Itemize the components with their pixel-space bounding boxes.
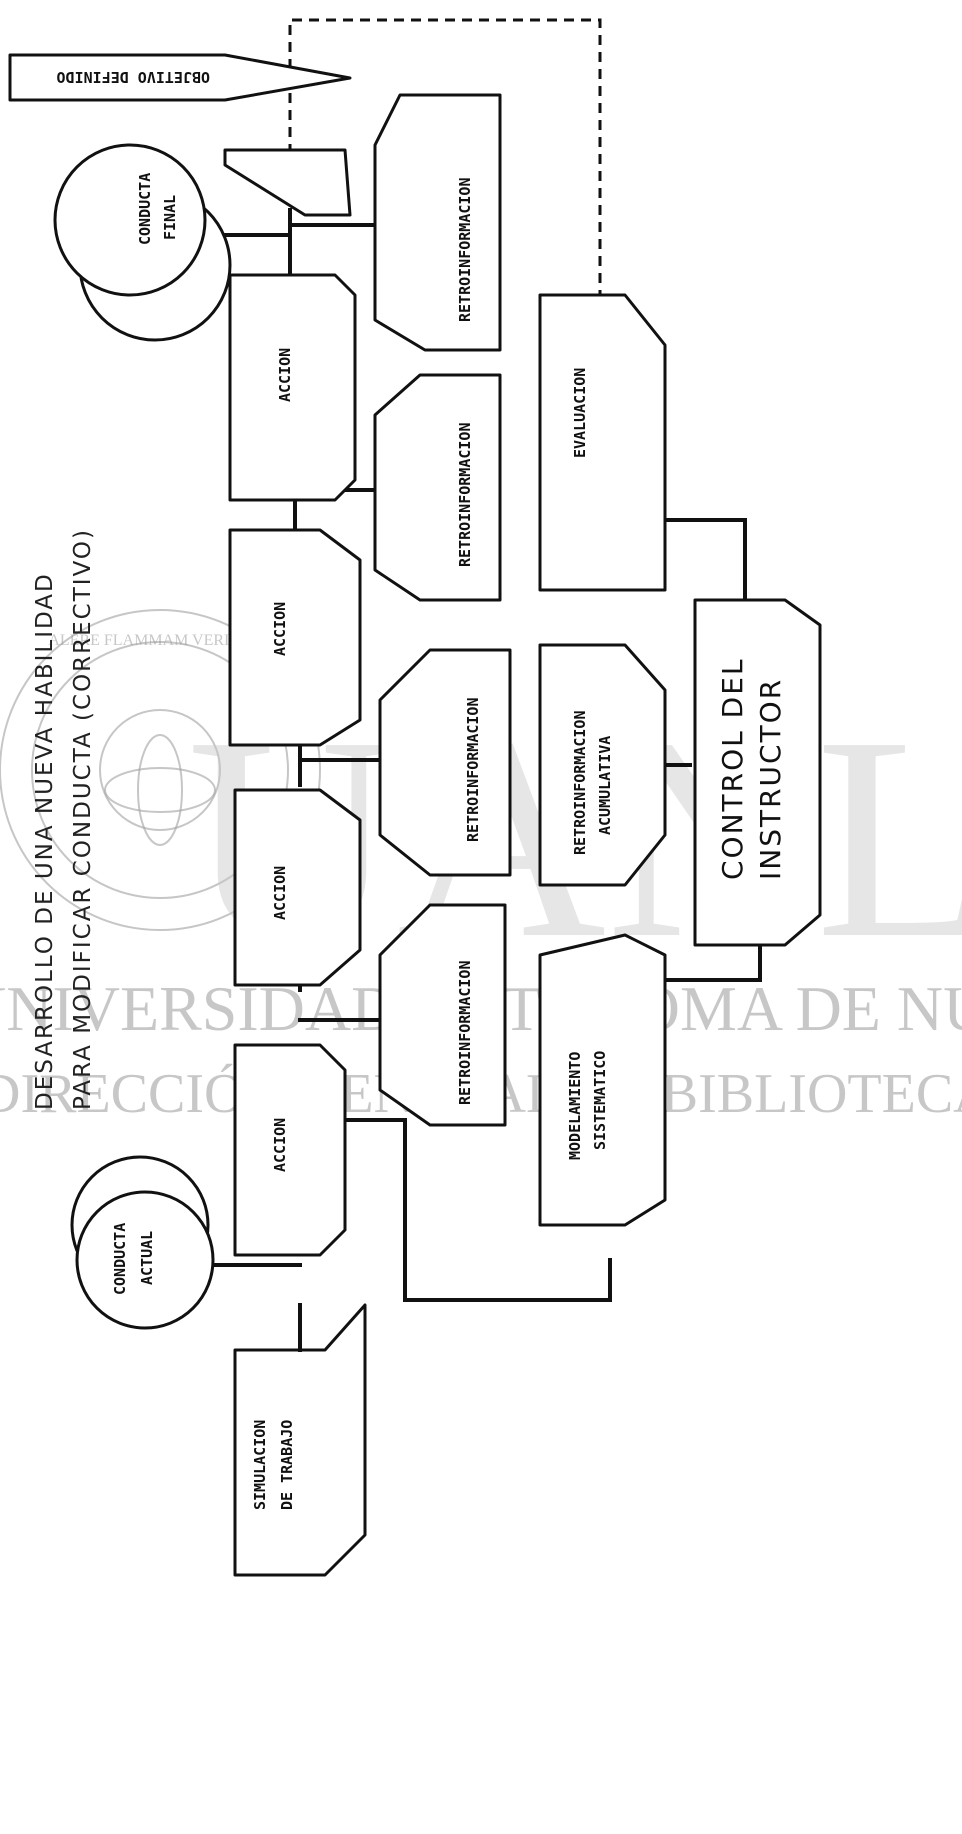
retroinformacion-label-3: RETROINFORMACION xyxy=(464,698,482,843)
simulacion-line-1: SIMULACION xyxy=(251,1420,269,1510)
accion-label-2: ACCION xyxy=(271,602,289,656)
retro-acumulativa-line-2: ACUMULATIVA xyxy=(596,736,614,835)
conducta-actual-line-2: ACTUAL xyxy=(138,1231,156,1285)
title-line-1: DESARROLLO DE UNA NUEVA HABILIDAD xyxy=(32,572,58,1110)
evaluacion-node: EVALUACION xyxy=(538,293,667,592)
retroinformacion-node-1: RETROINFORMACION xyxy=(373,93,502,352)
objetivo-definido-node: OBJETIVO DEFINIDO xyxy=(8,53,352,102)
evaluacion-label: EVALUACION xyxy=(571,368,589,458)
modelamiento-line-1: MODELAMIENTO xyxy=(566,1052,584,1160)
retroinformacion-node-4: RETROINFORMACION xyxy=(378,903,507,1127)
retroinformacion-label-2: RETROINFORMACION xyxy=(456,423,474,568)
conducta-final-line-2: FINAL xyxy=(161,195,179,240)
modelamiento-node: MODELAMIENTO SISTEMATICO xyxy=(538,933,667,1227)
control-instructor-node: CONTROL DEL INSTRUCTOR xyxy=(693,598,822,947)
objetivo-label: OBJETIVO DEFINIDO xyxy=(56,68,210,86)
control-line-2: INSTRUCTOR xyxy=(754,678,787,880)
accion-label-4: ACCION xyxy=(271,1118,289,1172)
retro-acumulativa-line-1: RETROINFORMACION xyxy=(571,711,589,856)
connector-shape xyxy=(223,148,352,217)
seal-motto: ALERE FLAMMAM VERITATIS xyxy=(48,632,271,649)
retroinformacion-node-2: RETROINFORMACION xyxy=(373,373,502,602)
title-line-2: PARA MODIFICAR CONDUCTA (CORRECTIVO) xyxy=(70,528,96,1110)
modelamiento-line-2: SISTEMATICO xyxy=(591,1051,609,1150)
retroinformacion-label-4: RETROINFORMACION xyxy=(456,961,474,1106)
retroinformacion-node-3: RETROINFORMACION xyxy=(378,648,512,877)
conducta-final-line-1: CONDUCTA xyxy=(136,173,154,245)
accion-label-1: ACCION xyxy=(276,348,294,402)
retroinformacion-label-1: RETROINFORMACION xyxy=(456,178,474,323)
accion-label-3: ACCION xyxy=(271,866,289,920)
accion-node-3: ACCION xyxy=(233,788,362,987)
conducta-actual-node: CONDUCTA ACTUAL xyxy=(70,1155,215,1330)
simulacion-node: SIMULACION DE TRABAJO xyxy=(233,1303,367,1577)
accion-node-2: ACCION xyxy=(228,528,362,747)
retro-acumulativa-node: RETROINFORMACION ACUMULATIVA xyxy=(538,643,667,887)
conducta-final-node: CONDUCTA FINAL xyxy=(53,143,232,342)
accion-node-1: ACCION xyxy=(228,273,357,502)
control-line-1: CONTROL DEL xyxy=(716,658,749,880)
conducta-actual-line-1: CONDUCTA xyxy=(111,1223,129,1295)
accion-node-4: ACCION xyxy=(233,1043,347,1257)
watermark-seal: ALERE FLAMMAM VERITATIS xyxy=(0,609,321,931)
simulacion-line-2: DE TRABAJO xyxy=(278,1420,296,1510)
